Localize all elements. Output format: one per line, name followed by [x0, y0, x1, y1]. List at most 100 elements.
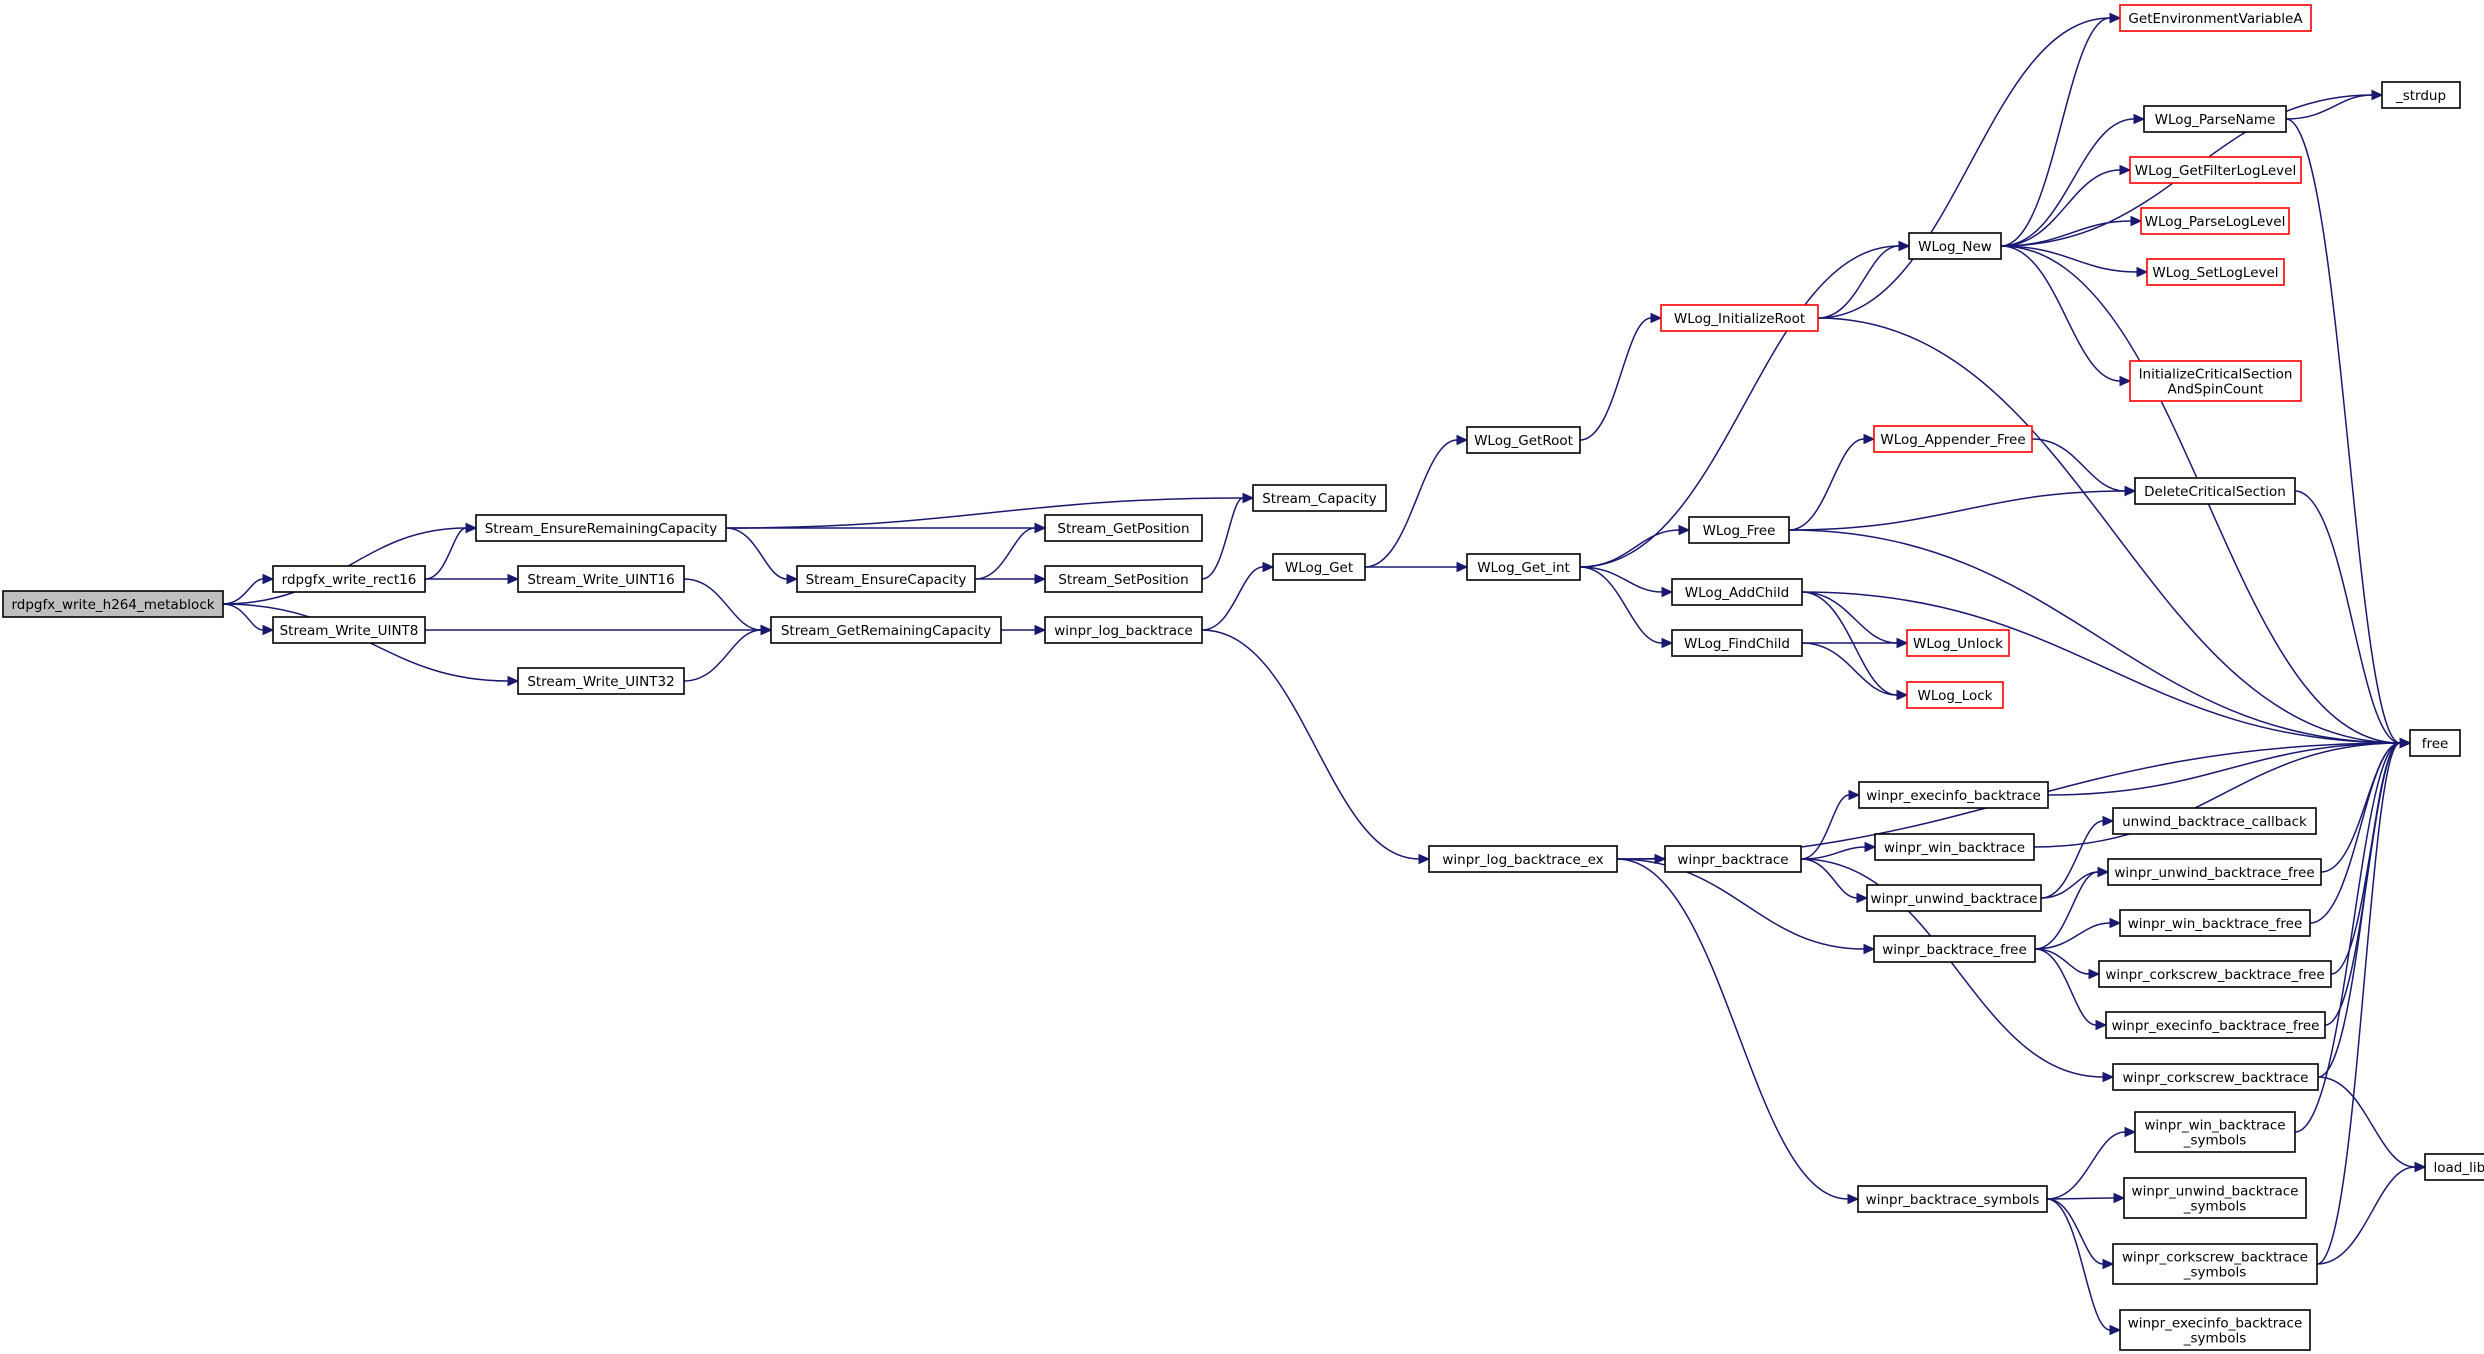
call-graph-nodes: rdpgfx_write_h264_metablock Stream_Ensure… — [2, 4, 2484, 1351]
function-node-wlog-new[interactable]: WLog_New — [1908, 232, 2002, 260]
function-node-wlog-free[interactable]: WLog_Free — [1688, 516, 1790, 544]
function-node-label: WLog_Get_int — [1477, 560, 1570, 576]
call-edge — [2046, 1198, 2111, 1331]
function-node-box — [1428, 845, 1618, 873]
call-edge-arrowhead — [2119, 164, 2132, 176]
function-node-label: Stream_Write_UINT8 — [280, 623, 419, 639]
function-node-rdpgfx-write-h264-metablock: rdpgfx_write_h264_metablock — [2, 590, 224, 618]
function-node-stream-ensureremainingcapacity[interactable]: Stream_EnsureRemainingCapacity — [475, 514, 727, 542]
function-node-label: Stream_Capacity — [1262, 491, 1377, 507]
call-edge-arrowhead — [262, 624, 275, 636]
function-node-wlog-unlock[interactable]: WLog_Unlock — [1906, 629, 2010, 657]
function-node-winpr-execinfo-backtrace-free[interactable]: winpr_execinfo_backtrace_free — [2105, 1011, 2326, 1039]
function-node-rdpgfx-write-rect16[interactable]: rdpgfx_write_rect16 — [272, 565, 426, 593]
function-node-wlog-parsename[interactable]: WLog_ParseName — [2143, 105, 2287, 133]
function-node-wlog-get[interactable]: WLog_Get — [1272, 553, 1366, 581]
function-node-box — [272, 565, 426, 593]
function-node-getenvironmentvariablea[interactable]: GetEnvironmentVariableA — [2119, 4, 2312, 32]
function-node-deletecriticalsection[interactable]: DeleteCriticalSection — [2134, 477, 2296, 505]
call-edge — [1817, 317, 2401, 744]
function-node-wlog-getfilterloglevel[interactable]: WLog_GetFilterLogLevel — [2129, 156, 2302, 184]
call-edge-arrowhead — [1848, 789, 1861, 801]
function-node--strdup[interactable]: _strdup — [2381, 81, 2461, 109]
call-edge-arrowhead — [2102, 815, 2115, 827]
function-node-winpr-log-backtrace[interactable]: winpr_log_backtrace — [1044, 616, 1203, 644]
function-node-winpr-backtrace-symbols[interactable]: winpr_backtrace_symbols — [1857, 1185, 2048, 1213]
call-edge — [1801, 591, 2401, 744]
call-edge-arrowhead — [1898, 240, 1911, 252]
function-node-box — [2409, 729, 2461, 757]
function-node-load-library[interactable]: load_library — [2424, 1153, 2484, 1181]
function-node-winpr-execinfo-backtrace[interactable]: winpr_execinfo_backtrace — [1858, 781, 2049, 809]
function-node-box — [1671, 629, 1803, 657]
function-node-label: WLog_InitializeRoot — [1674, 311, 1805, 327]
function-node-wlog-parseloglevel[interactable]: WLog_ParseLogLevel — [2140, 207, 2290, 235]
call-edge — [1579, 566, 1663, 593]
function-node-box — [517, 667, 685, 695]
function-node-winpr-corkscrew-backtrace[interactable]: winpr_corkscrew_backtrace — [2112, 1063, 2319, 1091]
function-node-winpr-corkscrew-backtrace-symbols[interactable]: winpr_corkscrew_backtrace_symbols — [2112, 1243, 2318, 1285]
function-node-label: _symbols — [2183, 1331, 2247, 1347]
function-node-wlog-initializeroot[interactable]: WLog_InitializeRoot — [1660, 304, 1819, 332]
call-edge-arrowhead — [2414, 1161, 2427, 1173]
call-edge — [2034, 948, 2097, 1026]
call-edge — [2000, 220, 2132, 247]
function-node-stream-write-uint16[interactable]: Stream_Write_UINT16 — [517, 565, 685, 593]
function-node-label: winpr_execinfo_backtrace — [1866, 788, 2041, 804]
function-node-stream-ensurecapacity[interactable]: Stream_EnsureCapacity — [796, 565, 976, 593]
call-edge-arrowhead — [507, 675, 520, 687]
call-edge — [222, 578, 264, 605]
function-node-box — [2107, 858, 2322, 886]
function-node-box — [2119, 1309, 2311, 1351]
call-edge — [1800, 858, 1858, 899]
function-node-winpr-win-backtrace-free[interactable]: winpr_win_backtrace_free — [2119, 909, 2311, 937]
function-node-wlog-getroot[interactable]: WLog_GetRoot — [1466, 426, 1581, 454]
function-node-stream-write-uint8[interactable]: Stream_Write_UINT8 — [272, 616, 426, 644]
function-node-winpr-backtrace-free[interactable]: winpr_backtrace_free — [1873, 935, 2036, 963]
function-node-winpr-win-backtrace-symbols[interactable]: winpr_win_backtrace_symbols — [2134, 1111, 2296, 1153]
call-edge — [725, 497, 1244, 529]
function-node-label: Stream_Write_UINT32 — [527, 674, 674, 690]
function-node-winpr-unwind-backtrace-symbols[interactable]: winpr_unwind_backtrace_symbols — [2123, 1177, 2307, 1219]
function-node-stream-capacity[interactable]: Stream_Capacity — [1252, 484, 1387, 512]
call-edge — [1788, 529, 2401, 744]
call-edge — [1201, 497, 1244, 580]
function-node-stream-setposition[interactable]: Stream_SetPosition — [1044, 565, 1203, 593]
function-node-unwind-backtrace-callback[interactable]: unwind_backtrace_callback — [2112, 807, 2317, 835]
function-node-wlog-appender-free[interactable]: WLog_Appender_Free — [1873, 425, 2033, 453]
function-node-wlog-findchild[interactable]: WLog_FindChild — [1671, 629, 1803, 657]
function-node-box — [1664, 845, 1802, 873]
function-node-stream-write-uint32[interactable]: Stream_Write_UINT32 — [517, 667, 685, 695]
function-node-free[interactable]: free — [2409, 729, 2461, 757]
call-edge — [2000, 118, 2135, 247]
function-node-label: Stream_GetPosition — [1057, 521, 1189, 537]
call-edge — [2000, 245, 2138, 273]
function-node-wlog-lock[interactable]: WLog_Lock — [1906, 681, 2004, 709]
call-edge — [2031, 438, 2126, 492]
function-node-label: WLog_Free — [1703, 523, 1776, 539]
call-edge — [2040, 820, 2104, 899]
function-node-winpr-corkscrew-backtrace-free[interactable]: winpr_corkscrew_backtrace_free — [2098, 960, 2332, 988]
function-node-winpr-win-backtrace[interactable]: winpr_win_backtrace — [1874, 833, 2035, 861]
call-edge — [683, 629, 762, 682]
function-node-winpr-execinfo-backtrace-symbols[interactable]: winpr_execinfo_backtrace_symbols — [2119, 1309, 2311, 1351]
function-node-stream-getremainingcapacity[interactable]: Stream_GetRemainingCapacity — [770, 616, 1002, 644]
function-node-label: load_library — [2433, 1160, 2484, 1176]
call-edge-arrowhead — [1242, 492, 1255, 504]
function-node-wlog-get-int[interactable]: WLog_Get_int — [1466, 553, 1581, 581]
function-node-winpr-unwind-backtrace-free[interactable]: winpr_unwind_backtrace_free — [2107, 858, 2322, 886]
function-node-winpr-unwind-backtrace[interactable]: winpr_unwind_backtrace — [1866, 884, 2042, 912]
call-edge — [222, 603, 264, 631]
function-node-stream-getposition[interactable]: Stream_GetPosition — [1044, 514, 1203, 542]
call-edge-arrowhead — [1456, 434, 1469, 446]
function-node-label: winpr_log_backtrace_ex — [1442, 852, 1603, 868]
function-node-label: _strdup — [2395, 88, 2446, 104]
function-node-wlog-addchild[interactable]: WLog_AddChild — [1671, 578, 1803, 606]
function-node-winpr-log-backtrace-ex[interactable]: winpr_log_backtrace_ex — [1428, 845, 1618, 873]
function-node-box — [1252, 484, 1387, 512]
function-node-winpr-backtrace[interactable]: winpr_backtrace — [1664, 845, 1802, 873]
function-node-label: Stream_SetPosition — [1058, 572, 1188, 588]
function-node-wlog-setloglevel[interactable]: WLog_SetLogLevel — [2146, 258, 2285, 286]
call-edge — [2046, 1131, 2126, 1200]
